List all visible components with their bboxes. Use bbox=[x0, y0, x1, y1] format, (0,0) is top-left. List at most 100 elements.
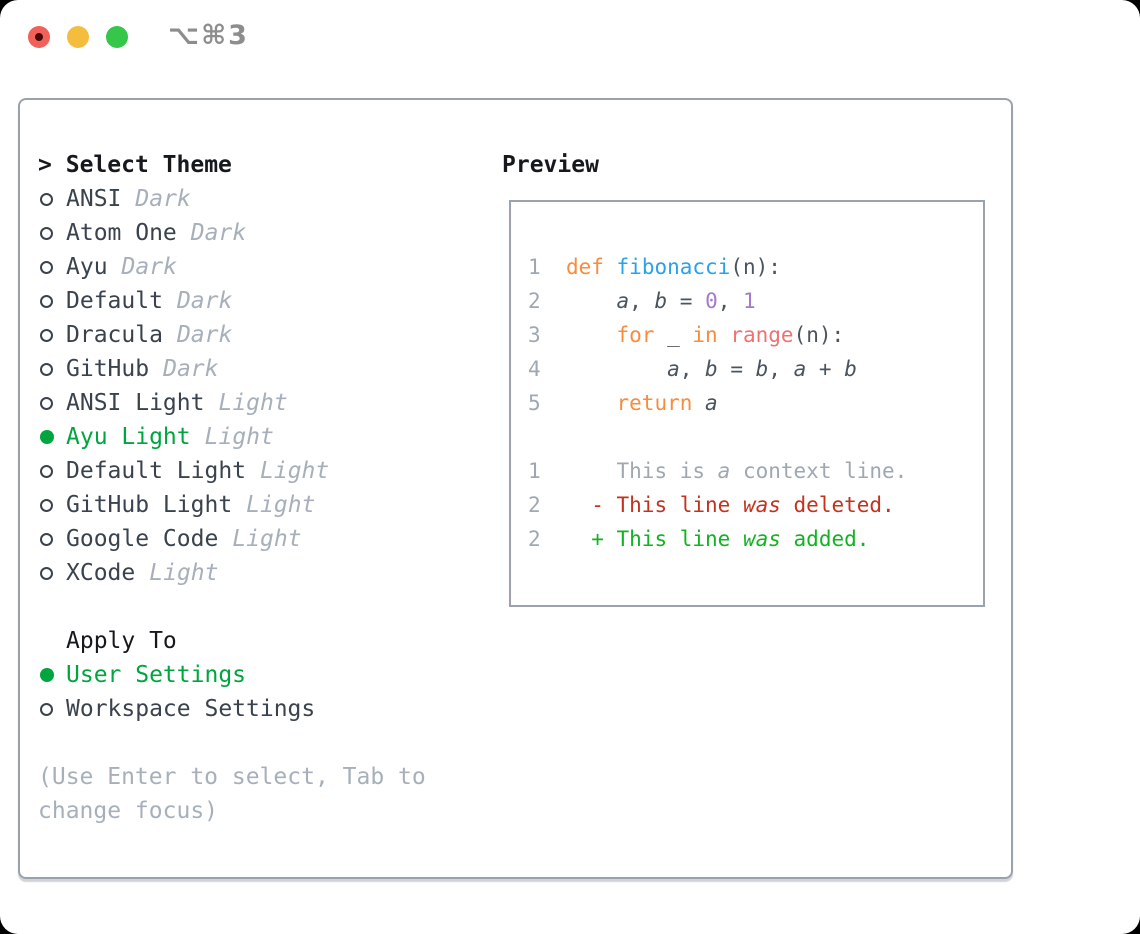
window-title: ⌥⌘3 bbox=[168, 20, 249, 51]
code-token: a bbox=[705, 391, 718, 415]
theme-option-ayu[interactable]: Ayu Dark bbox=[38, 250, 426, 284]
theme-category: Dark bbox=[176, 288, 233, 314]
code-line: 4 a, b = b, a + b bbox=[528, 352, 983, 386]
code-token: + This line bbox=[565, 527, 743, 551]
code-token: _ bbox=[654, 323, 693, 347]
code-line bbox=[528, 420, 983, 454]
code-token: (n): bbox=[730, 255, 781, 279]
code-token: in bbox=[692, 323, 718, 347]
line-number: 5 bbox=[528, 391, 566, 415]
radio-icon bbox=[40, 464, 53, 478]
close-button[interactable] bbox=[28, 26, 50, 48]
theme-name: Atom One bbox=[66, 220, 177, 246]
radio-icon bbox=[40, 192, 53, 206]
theme-name: GitHub bbox=[66, 356, 150, 382]
code-token: was bbox=[742, 493, 781, 517]
code-token: This is bbox=[565, 459, 718, 483]
theme-name: GitHub Light bbox=[66, 492, 233, 518]
code-token: deleted. bbox=[780, 493, 895, 517]
radio-icon bbox=[40, 532, 53, 546]
code-token: range bbox=[730, 323, 794, 347]
preview-header: Preview bbox=[502, 152, 599, 178]
code-token: , bbox=[629, 289, 655, 313]
radio-icon bbox=[40, 498, 53, 512]
maximize-button[interactable] bbox=[106, 26, 128, 48]
theme-name: Dracula bbox=[66, 322, 163, 348]
radio-selected-icon bbox=[40, 430, 54, 444]
theme-name: Ayu bbox=[66, 254, 108, 280]
code-token: b bbox=[844, 357, 857, 381]
minimize-button[interactable] bbox=[67, 26, 89, 48]
theme-list-title: Select Theme bbox=[65, 152, 232, 178]
code-token: def bbox=[565, 255, 604, 279]
theme-list-header: > Select Theme bbox=[38, 148, 426, 182]
theme-option-github-light[interactable]: GitHub Light Light bbox=[38, 488, 426, 522]
apply-option-user-settings[interactable]: User Settings bbox=[38, 658, 426, 692]
line-number: 1 bbox=[528, 255, 566, 279]
code-token bbox=[718, 323, 731, 347]
radio-selected-icon bbox=[40, 668, 54, 682]
line-number: 2 bbox=[528, 493, 566, 517]
theme-category: Dark bbox=[121, 254, 177, 280]
theme-option-default[interactable]: Default Dark bbox=[38, 284, 426, 318]
theme-option-default-light[interactable]: Default Light Light bbox=[38, 454, 426, 488]
apply-option-workspace-settings[interactable]: Workspace Settings bbox=[38, 692, 426, 726]
code-token: a bbox=[616, 289, 630, 313]
code-token: 0 bbox=[705, 289, 718, 313]
theme-category: Light bbox=[204, 424, 274, 450]
theme-category: Light bbox=[260, 458, 330, 484]
code-token bbox=[566, 391, 617, 415]
code-token: , bbox=[679, 357, 706, 381]
code-token: a bbox=[793, 357, 807, 381]
code-token: + bbox=[806, 357, 845, 381]
code-line: 2 + This line was added. bbox=[528, 522, 983, 556]
apply-option-label: User Settings bbox=[66, 662, 247, 688]
radio-icon bbox=[40, 362, 53, 376]
close-dot-icon bbox=[35, 33, 43, 41]
theme-name: Google Code bbox=[66, 526, 219, 552]
help-text: (Use Enter to select, Tab to change focu… bbox=[38, 764, 426, 824]
theme-name: XCode bbox=[66, 560, 136, 586]
theme-category: Light bbox=[246, 492, 316, 518]
code-line: 2 - This line was deleted. bbox=[528, 488, 983, 522]
theme-name: ANSI bbox=[66, 186, 122, 212]
code-token bbox=[566, 323, 617, 347]
radio-icon bbox=[40, 328, 53, 342]
code-token: a bbox=[667, 357, 680, 381]
theme-name: Default Light bbox=[66, 458, 247, 484]
code-token: b bbox=[654, 289, 668, 313]
code-line: 5 return a bbox=[528, 386, 983, 420]
code-token: 1 bbox=[743, 289, 756, 313]
code-token: b bbox=[705, 357, 718, 381]
theme-name: Default bbox=[66, 288, 163, 314]
radio-icon bbox=[40, 702, 53, 716]
code-token: for bbox=[616, 323, 655, 347]
apply-option-label: Workspace Settings bbox=[66, 696, 316, 722]
radio-icon bbox=[40, 294, 53, 308]
code-token bbox=[692, 391, 705, 415]
code-token bbox=[604, 255, 617, 279]
code-token: , bbox=[768, 357, 794, 381]
code-token: = bbox=[717, 357, 756, 381]
code-line: 2 a, b = 0, 1 bbox=[528, 284, 983, 318]
radio-icon bbox=[40, 566, 53, 580]
cursor-caret-icon: > bbox=[38, 152, 52, 178]
line-number: 2 bbox=[528, 527, 566, 551]
code-line: 1 def fibonacci(n): bbox=[528, 250, 983, 284]
code-token bbox=[566, 357, 667, 381]
line-number: 2 bbox=[528, 289, 566, 313]
